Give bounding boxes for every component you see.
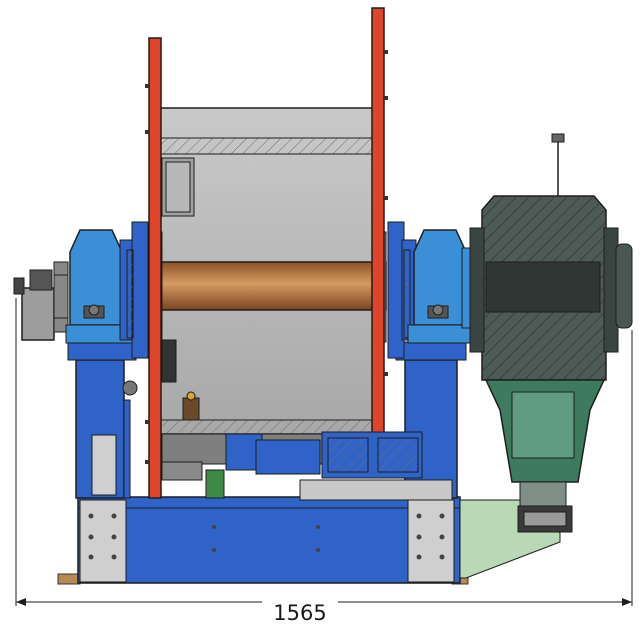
flange-left (148, 37, 162, 499)
gearbox-end-cap (615, 243, 633, 329)
base-beam (77, 496, 461, 584)
lower-mechanism (122, 380, 453, 501)
base-frame (57, 496, 469, 585)
left-pedestal (67, 341, 137, 499)
flange-right (371, 7, 385, 441)
gearbox-bore (485, 261, 601, 313)
drum-clamp (161, 339, 177, 383)
overall-width-dimension: 1565 (262, 600, 338, 626)
base-end-plate-right (407, 499, 455, 583)
drum (147, 107, 387, 435)
base-foot-left (57, 573, 81, 585)
breather (551, 133, 565, 143)
base-end-plate-left (79, 499, 127, 583)
dimension-arrow-right (622, 598, 632, 606)
dimension-arrow-left (16, 598, 26, 606)
gearbox (469, 133, 633, 533)
left-bearing (65, 221, 149, 359)
right-bearing (387, 221, 481, 359)
drum-top-wall (159, 137, 375, 155)
brake-motor (13, 261, 69, 341)
drum-shaft (149, 261, 387, 311)
